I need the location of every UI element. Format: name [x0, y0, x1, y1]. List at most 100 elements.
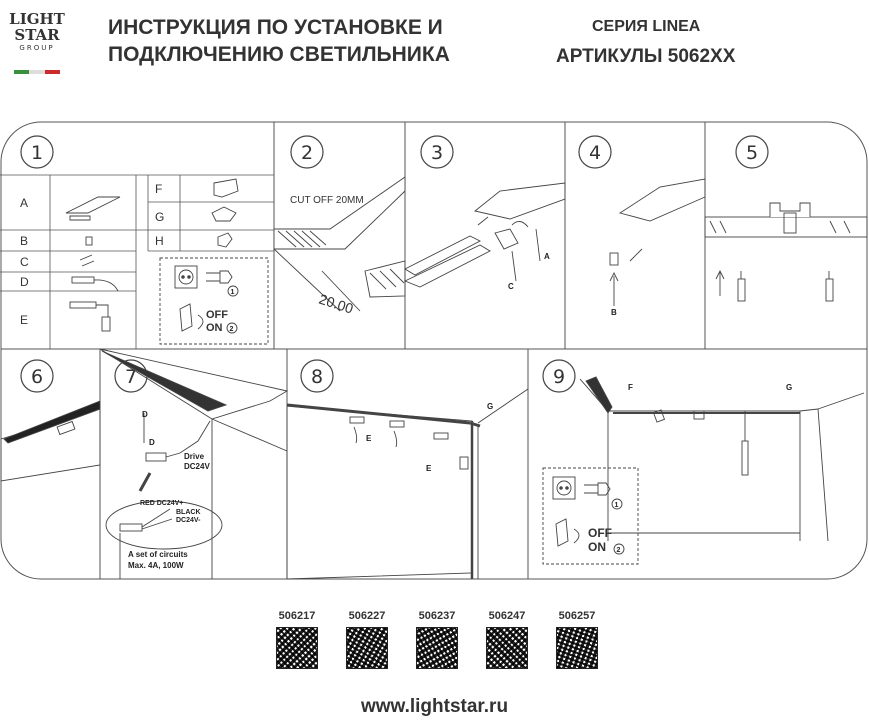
step7-drive-l2: DC24V [184, 462, 210, 471]
step8-label-g: G [487, 402, 493, 411]
switch-step-circle [226, 322, 238, 334]
step3-label-c: C [508, 282, 514, 291]
part-letter-c: C [20, 255, 29, 269]
step6-room-view [0, 400, 101, 482]
qr-code-icon[interactable] [486, 627, 528, 669]
step2-ceiling-cut [273, 176, 406, 312]
title-line2: ПОДКЛЮЧЕНИЮ СВЕТИЛЬНИКА [108, 43, 450, 66]
step2-dimension: 20.00 [317, 291, 355, 317]
step1-off: OFF [206, 309, 228, 321]
socket-icon [174, 265, 198, 289]
part-letter-f: F [155, 182, 162, 196]
step8-number: 8 [311, 366, 323, 388]
part-letter-d: D [20, 275, 29, 289]
lightstar-logo: LIGHT STAR GROUP [8, 12, 66, 74]
italian-flag-stripe [14, 70, 60, 74]
part-letter-e: E [20, 313, 28, 327]
step6-circle [20, 359, 54, 393]
article-item: 506227 [337, 610, 397, 669]
part-c-connector [79, 254, 93, 261]
article-label: АРТИКУЛЫ 5062XX [556, 46, 736, 67]
qr-code-icon[interactable] [346, 627, 388, 669]
step5-number: 5 [746, 142, 758, 164]
instruction-diagram: 1 2 3 4 5 6 7 8 9 A B C D E F G H [0, 121, 868, 580]
step8-ceiling-run [286, 388, 529, 580]
step1-power-box [159, 257, 269, 345]
part-b-cap [85, 236, 93, 246]
qr-code-icon[interactable] [556, 627, 598, 669]
part-letter-h: H [155, 234, 164, 248]
step3-number: 3 [431, 142, 443, 164]
series-label: СЕРИЯ LINEA [592, 18, 701, 35]
step1-plug-num: 1 [231, 289, 235, 296]
website-link[interactable]: www.lightstar.ru [360, 696, 509, 717]
step4-label-b: B [611, 308, 617, 317]
article-item: 506237 [407, 610, 467, 669]
qr-code-icon[interactable] [276, 627, 318, 669]
step3-label-a: A [544, 252, 550, 261]
step5-cross-section [704, 202, 868, 302]
step7-circuits-l2: Max. 4A, 100W [128, 561, 184, 570]
article-item: 506217 [267, 610, 327, 669]
logo-line2: STAR [14, 26, 60, 44]
step2-cutoff-label: CUT OFF 20MM [290, 195, 364, 206]
step4-circle [578, 135, 612, 169]
part-letter-a: A [20, 196, 28, 210]
step4-number: 4 [589, 142, 601, 164]
step9-label-f: F [628, 383, 633, 392]
step9-plug-num: 1 [615, 502, 619, 509]
part-h-cap [217, 232, 233, 248]
logo-line1: LIGHT [9, 10, 65, 28]
diagram-frame [0, 121, 868, 580]
step7-label-d2: D [149, 438, 155, 447]
step2-number: 2 [301, 142, 313, 164]
step5-circle [735, 135, 769, 169]
part-letter-b: B [20, 234, 28, 248]
step7-black-l2: DC24V- [176, 517, 201, 524]
step1-on: ON [206, 322, 223, 334]
step7-drive-l1: Drive [184, 452, 205, 461]
step6-number: 6 [31, 366, 43, 388]
step9-on: ON [588, 540, 606, 554]
step1-circle [20, 135, 54, 169]
step1-switch-num: 2 [230, 326, 234, 333]
step7-circuits-l1: A set of circuits [128, 550, 188, 559]
switch-arrow-icon [197, 314, 204, 330]
step8-label-e2: E [426, 464, 432, 473]
step8-circle [300, 359, 334, 393]
step7-label-d1: D [142, 410, 148, 419]
article-item: 506247 [477, 610, 537, 669]
step3-circle [420, 135, 454, 169]
step9-plug-icon [584, 482, 611, 496]
qr-code-icon[interactable] [416, 627, 458, 669]
step7-number: 7 [125, 366, 137, 388]
step9-number: 9 [553, 366, 565, 388]
article-code: 506237 [418, 610, 456, 622]
step9-circle [542, 359, 576, 393]
page-title: ИНСТРУКЦИЯ ПО УСТАНОВКЕ И ПОДКЛЮЧЕНИЮ СВ… [108, 14, 450, 68]
step9-label-g: G [786, 383, 792, 392]
article-code: 506247 [488, 610, 526, 622]
step7-wiring [99, 348, 289, 579]
step2-circle [290, 135, 324, 169]
step9-switch-icon [555, 518, 569, 547]
step9-off: OFF [588, 526, 612, 540]
article-code: 506217 [278, 610, 316, 622]
plug-step-circle [227, 285, 239, 297]
part-g-corner [211, 206, 237, 222]
step4-profile-install [609, 178, 706, 306]
step9-socket-icon [552, 476, 576, 500]
part-a-profile [65, 196, 121, 214]
part-e-driver [69, 301, 97, 309]
article-list: 506217 506227 506237 506247 506257 [262, 610, 642, 690]
step9-power-box [542, 467, 639, 565]
part-letter-g: G [155, 210, 164, 224]
part-d-driver [71, 276, 95, 284]
plug-icon [206, 270, 233, 284]
step8-label-e1: E [366, 434, 372, 443]
step9-switch-num: 2 [617, 547, 621, 554]
step7-red: RED DC24V+ [140, 500, 183, 507]
parts-table [0, 174, 274, 349]
article-code: 506257 [558, 610, 596, 622]
step9-room [579, 376, 865, 542]
